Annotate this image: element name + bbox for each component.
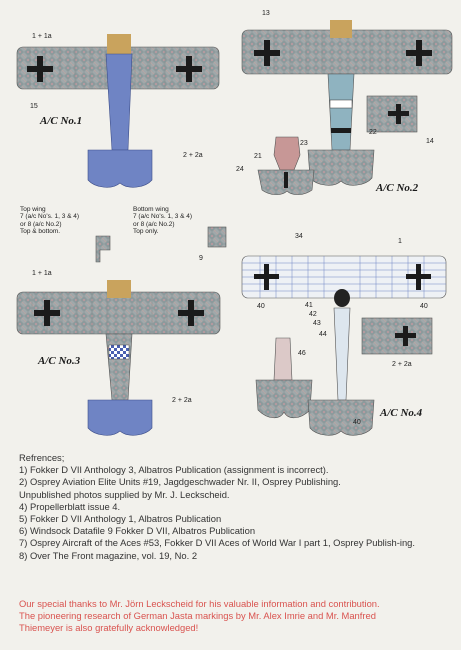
tailplane: [87, 149, 153, 188]
callout-label: 1 + 1a: [32, 270, 52, 277]
acknowledgement-line: Our special thanks to Mr. Jörn Leckschei…: [19, 598, 380, 609]
reference-item: 2) Osprey Aviation Elite Units #19, Jagd…: [19, 476, 341, 488]
callout-label: 14: [426, 138, 434, 145]
reference-item: 6) Windsock Datafile 9 Fokker D VII, Alb…: [19, 525, 256, 537]
reference-item: 4) Propellerblatt issue 4.: [19, 500, 121, 512]
aircraft-4-drawing: [241, 255, 447, 436]
callout-label: 9: [199, 255, 203, 262]
callout-label: 24: [236, 166, 244, 173]
tail-fin-23: [273, 136, 301, 171]
callout-label: 1 + 1a: [32, 33, 52, 40]
callout-label: 1: [398, 238, 402, 245]
callout-label: 40: [353, 419, 361, 426]
aircraft-caption-2: A/C No.2: [376, 182, 419, 194]
callout-label: 40: [420, 303, 428, 310]
callout-label: 41: [305, 302, 313, 309]
callout-label: 23: [300, 140, 308, 147]
callout-label: 2 + 2a: [183, 152, 203, 159]
iron-cross: [27, 56, 202, 82]
bottom-wing-note: Bottom wing 7 (a/c No's. 1, 3 & 4) or 8 …: [133, 206, 193, 236]
reference-item: 7) Osprey Aircraft of the Aces #53, Fokk…: [19, 537, 415, 549]
callout-label: 21: [254, 153, 262, 160]
callout-label: 40: [257, 303, 265, 310]
aircraft-caption-3: A/C No.3: [38, 355, 81, 367]
references-list: Refrences; 1) Fokker D VII Anthology 3, …: [19, 452, 449, 562]
fuselage: [105, 53, 133, 151]
callout-label: 44: [319, 331, 327, 338]
fuselage: [327, 73, 355, 151]
callout-label: 2 + 2a: [172, 397, 192, 404]
aircraft-caption-4: A/C No.4: [380, 407, 423, 419]
acknowledgement-line: Thiemeyer is also gratefully acknowledge…: [19, 622, 199, 633]
acknowledgement: Our special thanks to Mr. Jörn Leckschei…: [19, 598, 449, 634]
callout-label: 46: [298, 350, 306, 357]
reference-item: 5) Fokker D VII Anthology 1, Albatros Pu…: [19, 513, 222, 525]
reference-item: 8) Over The Front magazine, vol. 19, No.…: [19, 549, 198, 561]
wing-decal-pieces: [95, 226, 227, 263]
aircraft-1-drawing: [16, 34, 220, 188]
callout-label: 42: [309, 311, 317, 318]
callout-label: 13: [262, 10, 270, 17]
callout-label: 22: [369, 129, 377, 136]
callout-label: 43: [313, 320, 321, 327]
aircraft-caption-1: A/C No.1: [40, 115, 83, 127]
aircraft-3-drawing: [16, 280, 221, 436]
callout-label: 15: [30, 103, 38, 110]
acknowledgement-line: The pioneering research of German Jasta …: [19, 610, 376, 621]
references-heading: Refrences;: [19, 452, 65, 463]
aircraft-2-drawing: [241, 20, 453, 195]
reference-item: 1) Fokker D VII Anthology 3, Albatros Pu…: [19, 464, 329, 476]
callout-label: 2 + 2a: [392, 361, 412, 368]
engine-cowl: [107, 34, 131, 54]
reference-item: Unpublished photos supplied by Mr. J. Le…: [19, 488, 230, 500]
top-wing-note: Top wing 7 (a/c No's. 1, 3 & 4) or 8 (a/…: [20, 206, 80, 236]
callout-label: 34: [295, 233, 303, 240]
